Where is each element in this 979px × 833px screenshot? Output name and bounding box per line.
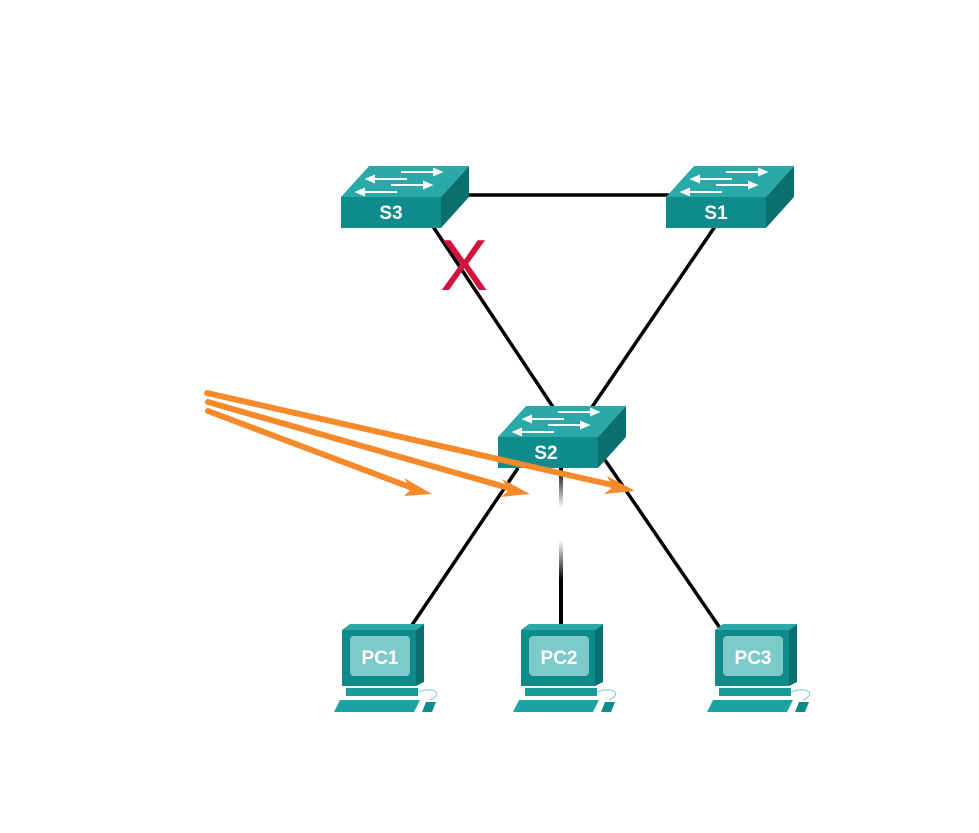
switch-face: [341, 197, 441, 228]
switch-arrows-icon: [679, 167, 769, 197]
link-s2-pc1: [408, 467, 520, 629]
pc-monitor-top: [521, 624, 603, 630]
pc-pc1[interactable]: PC1: [334, 624, 438, 712]
switch-label: S1: [704, 203, 728, 224]
pc-mouse-icon: [601, 702, 615, 712]
pc-screen: [529, 636, 589, 676]
pc-monitor-side: [789, 624, 797, 686]
link-s3-s2: [428, 221, 557, 411]
pc-monitor-top: [342, 624, 424, 630]
pc-base: [346, 688, 418, 696]
switch-label: S2: [534, 443, 557, 464]
pc-keyboard: [334, 700, 420, 712]
pc-label: PC1: [362, 648, 399, 669]
link-s2-pc2: [559, 468, 563, 628]
switch-arrows-icon: [354, 167, 444, 197]
pc-mouse-cable: [417, 689, 438, 701]
switch-label: S3: [379, 203, 402, 224]
pc-mouse-cable: [790, 689, 811, 701]
link-s1-s2: [588, 224, 718, 411]
traffic-arrow-2: [205, 399, 530, 497]
pc-base: [525, 688, 597, 696]
pc-monitor-top: [715, 624, 797, 630]
pc-monitor-side: [595, 624, 603, 686]
pc-monitor-side: [416, 624, 424, 686]
switch-side: [598, 406, 626, 468]
pc-label: PC2: [541, 648, 578, 669]
pc-screen: [350, 636, 410, 676]
traffic-arrow-1: [205, 408, 432, 496]
pc-base: [719, 688, 791, 696]
pc-mouse-cable: [596, 689, 617, 701]
switch-side: [441, 166, 469, 228]
switch-s3[interactable]: S3: [341, 166, 469, 228]
pc-screen: [723, 636, 783, 676]
switch-face: [666, 197, 766, 228]
switch-arrows-icon: [511, 407, 601, 437]
traffic-arrows: [204, 390, 635, 497]
pc-pc3[interactable]: PC3: [707, 624, 811, 712]
pc-keyboard: [707, 700, 793, 712]
switch-side: [766, 166, 794, 228]
pc-mouse-icon: [422, 702, 436, 712]
pc-mouse-icon: [795, 702, 809, 712]
pc-keyboard: [513, 700, 599, 712]
traffic-arrow-3: [204, 390, 635, 494]
switch-s2[interactable]: S2: [498, 406, 626, 468]
pc-pc2[interactable]: PC2: [513, 624, 617, 712]
blocked-port-x-icon: X: [440, 226, 488, 306]
switch-s1[interactable]: S1: [666, 166, 794, 228]
pc-label: PC3: [735, 648, 772, 669]
